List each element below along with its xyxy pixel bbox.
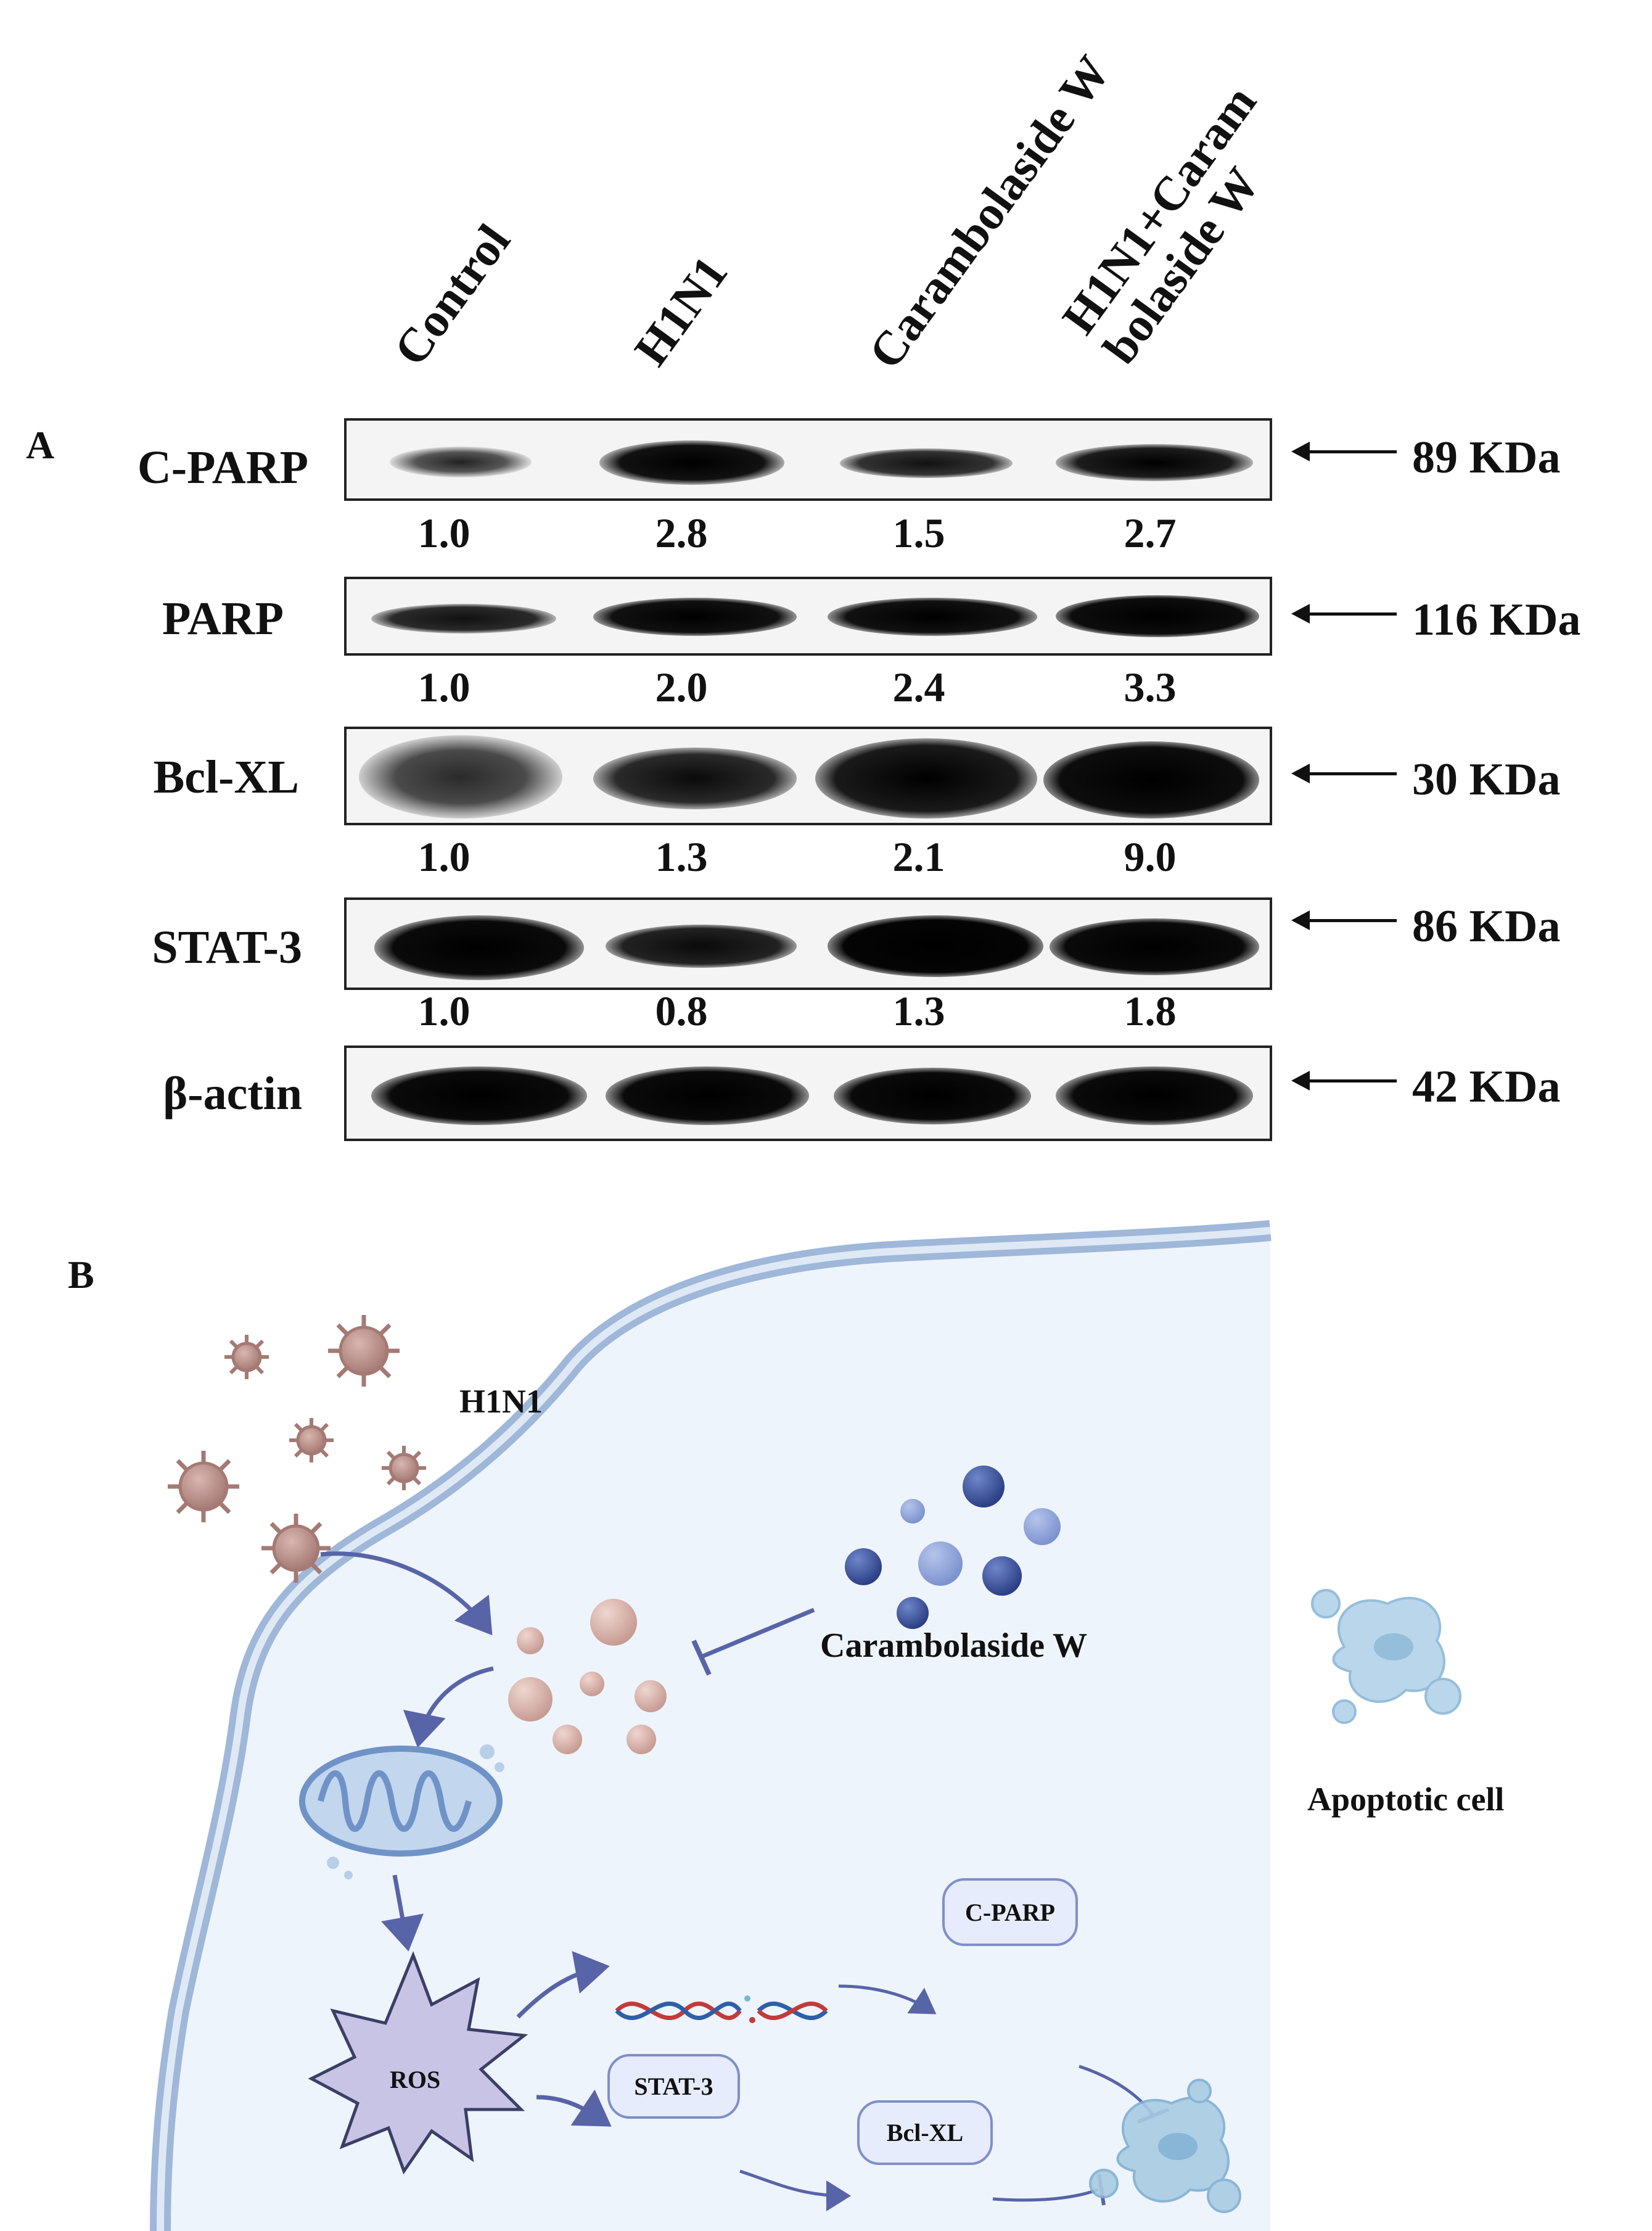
apoptotic-cell-icon xyxy=(1089,2079,1241,2213)
quant-parp-4: 3.3 xyxy=(1124,664,1177,711)
quant-c-parp-3: 1.5 xyxy=(892,509,945,556)
panel-b-letter: B xyxy=(68,1253,94,1297)
drug-molecules-icon xyxy=(845,1466,1061,1629)
quant-stat-3-3: 1.3 xyxy=(892,988,945,1034)
lane-label-h1n1: H1N1 xyxy=(623,246,738,376)
stat3-to-bclxl-arrow xyxy=(739,2169,851,2211)
viral-particles-icon xyxy=(508,1599,667,1754)
inhibit-bar xyxy=(691,1639,712,1676)
lane-label-h1n1-carambolaside-w: H1N1+Caram bolaside W xyxy=(1051,75,1270,374)
quant-parp-3: 2.4 xyxy=(892,664,945,711)
ros-label: ROS xyxy=(390,2066,441,2093)
quant-bcl-xl-3: 2.1 xyxy=(892,833,945,880)
virus-icon xyxy=(168,1315,426,1583)
quant-bcl-xl-2: 1.3 xyxy=(655,833,708,880)
pathway-diagram xyxy=(150,1220,1461,2231)
protein-label-beta-actin: β-actin xyxy=(163,1068,302,1120)
quant-bcl-xl-1: 1.0 xyxy=(417,833,471,880)
protein-label-c-parp: C-PARP xyxy=(137,442,308,493)
protein-label-bcl-xl: Bcl-XL xyxy=(153,751,299,803)
quant-stat-3-4: 1.8 xyxy=(1124,988,1177,1034)
quant-bcl-xl-4: 9.0 xyxy=(1124,833,1177,880)
ros-to-dna-arrow xyxy=(516,1951,610,2019)
apoptotic-cell-outside-icon xyxy=(1311,1589,1461,1724)
dna-to-cparp-arrow xyxy=(838,1984,937,2014)
kda-beta-actin: 42 KDa xyxy=(1412,1062,1561,1112)
quant-stat-3-2: 0.8 xyxy=(655,988,708,1034)
carambolaside-w-label: Carambolaside W xyxy=(820,1627,1087,1665)
entry-arrow xyxy=(320,1551,493,1636)
mito-to-ros-arrow xyxy=(381,1874,424,1952)
blot-c-parp xyxy=(344,418,1272,501)
blot-stat-3 xyxy=(344,897,1272,990)
arrow-parp xyxy=(1291,604,1397,624)
blot-bcl-xl xyxy=(344,727,1272,825)
arrow-beta-actin xyxy=(1291,1071,1397,1091)
c-parp-node: C-PARP xyxy=(942,1878,1078,1946)
arrow-c-parp xyxy=(1291,442,1397,461)
blot-parp xyxy=(344,577,1272,656)
ros-icon xyxy=(308,1951,528,2175)
protein-label-parp: PARP xyxy=(162,593,284,645)
quant-c-parp-2: 2.8 xyxy=(655,509,708,556)
inhibit-line xyxy=(702,1607,815,1659)
ros-to-stat3-arrow xyxy=(536,2089,612,2127)
kda-c-parp: 89 KDa xyxy=(1412,432,1561,483)
arrow-stat-3 xyxy=(1291,910,1397,930)
h1n1-label: H1N1 xyxy=(459,1383,543,1420)
apoptotic-cell-label: Apoptotic cell xyxy=(1307,1781,1505,1818)
lane-label-control: Control xyxy=(383,214,520,376)
kda-bcl-xl: 30 KDa xyxy=(1412,754,1561,805)
arrow-bcl-xl xyxy=(1291,764,1397,783)
quant-c-parp-1: 1.0 xyxy=(417,509,471,556)
quant-parp-1: 1.0 xyxy=(417,664,471,711)
dna-icon xyxy=(615,1995,828,2023)
stat-3-node: STAT-3 xyxy=(607,2054,740,2119)
mitochondrion-icon xyxy=(299,1744,504,1879)
quant-parp-2: 2.0 xyxy=(655,664,708,711)
panel-a-letter: A xyxy=(26,423,55,467)
bcl-xl-node: Bcl-XL xyxy=(857,2100,993,2165)
kda-parp: 116 KDa xyxy=(1412,595,1581,645)
quant-c-parp-4: 2.7 xyxy=(1124,509,1177,556)
kda-stat-3: 86 KDa xyxy=(1412,901,1561,952)
particles-to-mito-arrow xyxy=(403,1666,494,1748)
protein-label-stat-3: STAT-3 xyxy=(152,922,302,973)
bclxl-inhibit-line xyxy=(992,2188,1098,2202)
blot-beta-actin xyxy=(344,1045,1272,1141)
quant-stat-3-1: 1.0 xyxy=(417,988,471,1034)
